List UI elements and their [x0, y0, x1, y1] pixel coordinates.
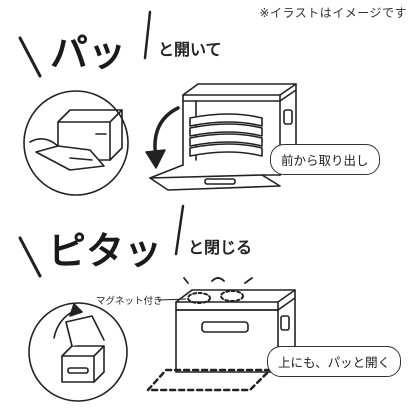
- onomatopoeia-pita: ピタッ: [48, 229, 163, 273]
- action-open-label: と開いて: [158, 40, 222, 59]
- slash-mark-2: [18, 236, 42, 278]
- slash-mark-1: [18, 36, 42, 78]
- arrow-head-down: [145, 149, 166, 169]
- inset-circle-top-open: [28, 302, 128, 402]
- tick-mark-2: [174, 204, 185, 256]
- callout-top-open: 上にも、パッと開く: [267, 346, 402, 377]
- tick-mark-1: [143, 10, 152, 60]
- image-disclaimer-note: ※イラストはイメージです: [259, 6, 407, 20]
- onomatopoeia-pa: パッ: [50, 31, 127, 75]
- callout-front-takeout: 前から取り出し: [270, 144, 380, 175]
- magnet-label: マグネット付き: [96, 296, 163, 307]
- box-open-front: [149, 83, 297, 191]
- inset-circle-front-open: [23, 90, 129, 196]
- action-close-label: と閉じる: [188, 238, 253, 257]
